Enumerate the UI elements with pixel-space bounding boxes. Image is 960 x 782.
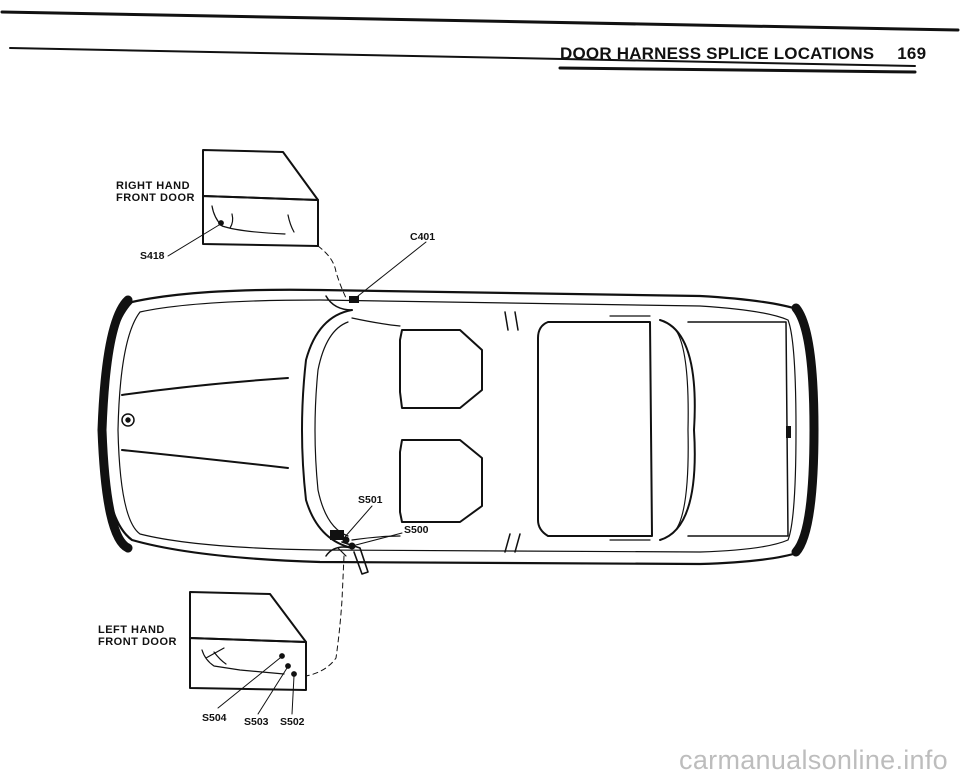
right-door-inset: [167, 149, 347, 299]
car-top-view: [97, 288, 819, 575]
splice-s418-label: S418: [140, 250, 165, 262]
watermark: carmanualsonline.info: [679, 745, 948, 775]
right-door-label-line1: RIGHT HAND: [116, 180, 191, 192]
connector-c401-label: C401: [410, 231, 436, 243]
connector-c401-marker: [349, 296, 359, 303]
right-door-label-line2: FRONT DOOR: [116, 192, 195, 204]
splice-s501-label: S501: [358, 494, 383, 506]
left-door-label-line1: LEFT HAND: [98, 624, 165, 636]
splice-cluster-marker: [330, 530, 344, 540]
left-door-label: LEFT HAND FRONT DOOR: [98, 624, 177, 648]
left-door-inset: [189, 591, 307, 715]
splice-s502-label: S502: [280, 716, 305, 728]
header-underline: [558, 66, 917, 74]
splice-s503-label: S503: [244, 716, 269, 728]
right-door-label: RIGHT HAND FRONT DOOR: [116, 180, 195, 204]
left-door-label-line2: FRONT DOOR: [98, 636, 177, 648]
header-rule-under-title: [9, 47, 916, 67]
page-title: DOOR HARNESS SPLICE LOCATIONS 169: [560, 44, 926, 64]
page-title-text: DOOR HARNESS SPLICE LOCATIONS: [560, 44, 875, 63]
header-rule-top: [0, 10, 960, 32]
page-number: 169: [897, 44, 927, 63]
splice-s500-label: S500: [404, 524, 429, 536]
splice-s504-label: S504: [202, 712, 227, 724]
hood-badge-icon: [121, 413, 135, 427]
